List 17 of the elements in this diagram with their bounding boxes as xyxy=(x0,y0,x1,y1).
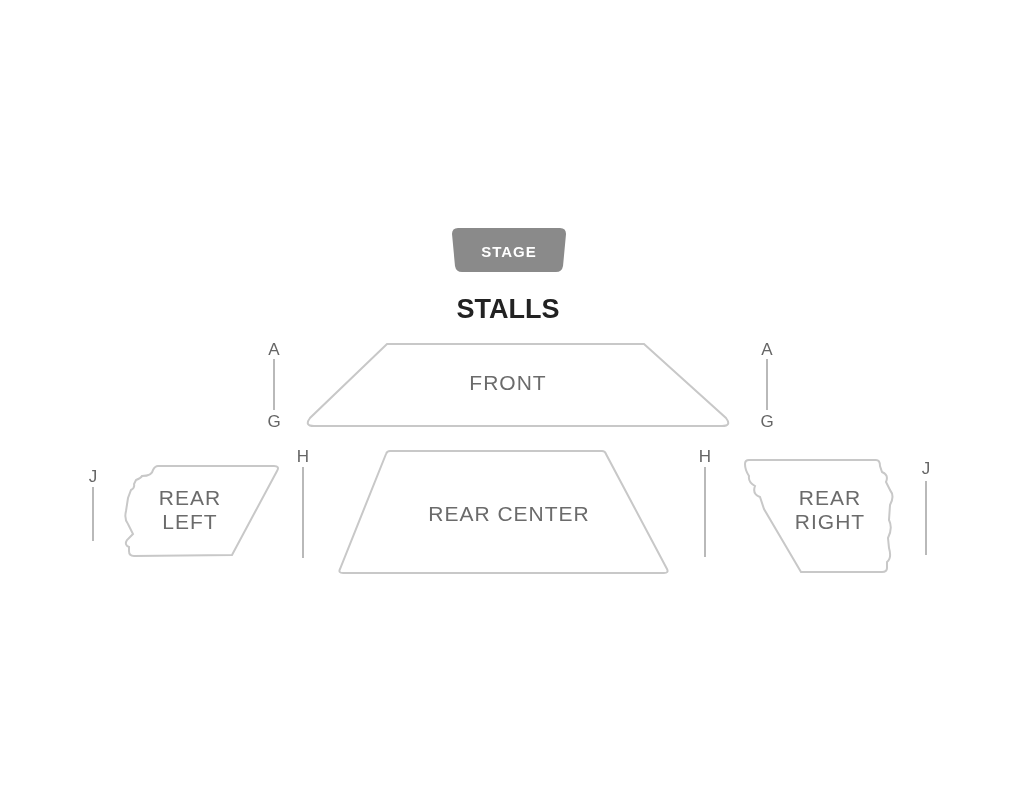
row-letter: A xyxy=(267,341,281,359)
section-label: REAR CENTER xyxy=(427,502,591,526)
row-letter: H xyxy=(295,448,311,466)
row-letter: H xyxy=(697,448,713,466)
section-title: STALLS xyxy=(455,294,561,325)
section-label: STAGE xyxy=(480,242,538,262)
row-letter: G xyxy=(266,413,282,431)
section-label: REAR LEFT xyxy=(157,486,223,534)
row-letter: J xyxy=(920,460,932,478)
section-label: REAR RIGHT xyxy=(793,486,867,534)
seating-section xyxy=(304,342,732,428)
section-label: FRONT xyxy=(468,371,548,395)
row-letter: G xyxy=(759,413,775,431)
row-letter: A xyxy=(760,341,774,359)
row-letter: J xyxy=(87,468,99,486)
seating-section xyxy=(122,463,282,559)
stage-block xyxy=(450,226,568,274)
